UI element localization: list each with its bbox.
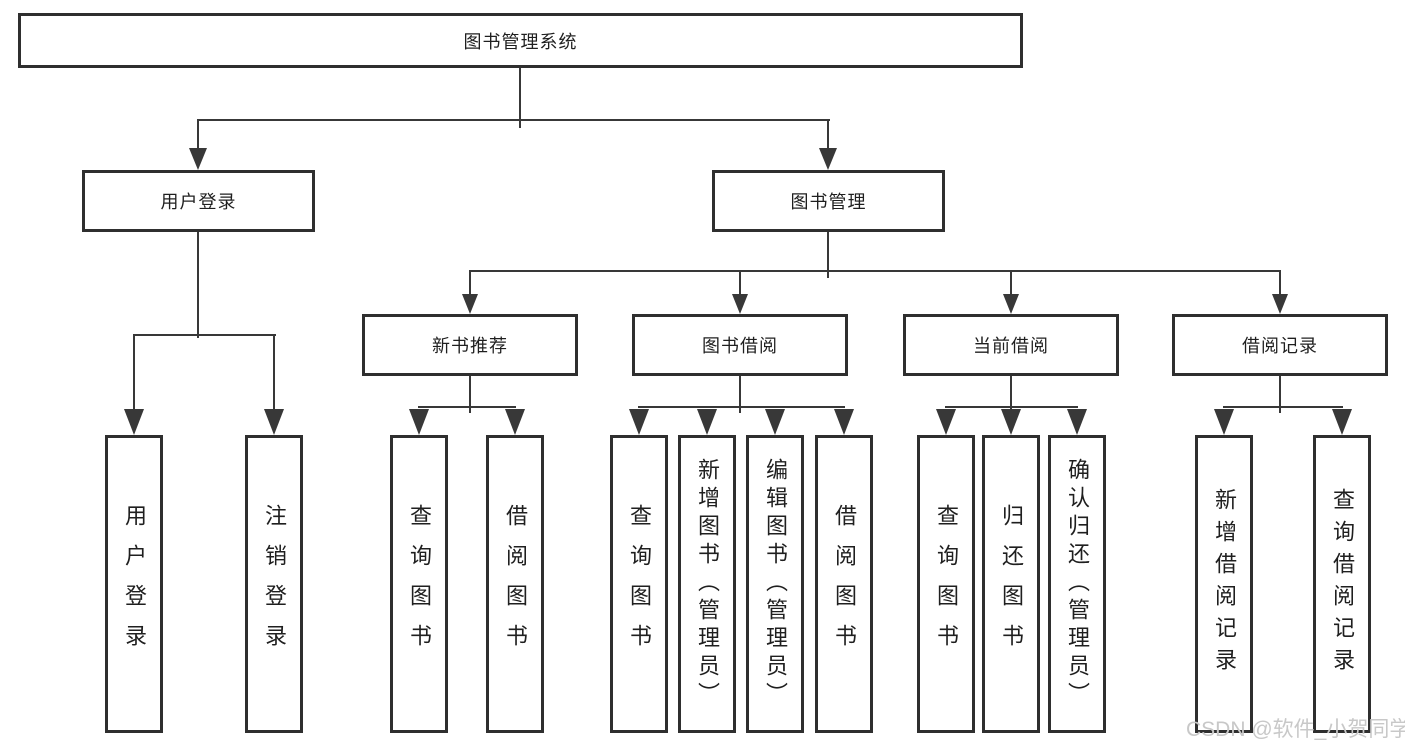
connector-borrow-record-vertical	[1279, 376, 1281, 413]
arrow-down-icon	[765, 409, 785, 435]
connector-stem-borrow-record	[1279, 270, 1281, 296]
node-label: 图书借阅	[702, 336, 778, 356]
node-book-management-system: 图书管理系统	[18, 13, 1023, 68]
leaf-new-book-borrow-books: 借阅图书	[486, 435, 544, 733]
arrow-down-icon	[1003, 294, 1019, 314]
arrow-down-icon	[1214, 409, 1234, 435]
arrow-down-icon	[697, 409, 717, 435]
arrow-down-icon	[505, 409, 525, 435]
connector-root-vertical	[519, 68, 521, 128]
leaf-label: 借阅图书	[832, 504, 857, 664]
leaf-label: 用户登录	[122, 504, 147, 664]
leaf-label: 查询图书	[934, 504, 959, 664]
connector-stem-logout	[273, 334, 275, 411]
node-borrow-record: 借阅记录	[1172, 314, 1388, 376]
arrow-down-icon	[1332, 409, 1352, 435]
leaf-label: 归还图书	[999, 504, 1024, 664]
connector-book-borrow-vertical	[739, 376, 741, 413]
leaf-return-books: 归还图书	[982, 435, 1040, 733]
connector-stem-book-mgmt	[827, 119, 829, 152]
leaf-label: 注销登录	[262, 504, 287, 664]
connector-stem-book-borrow	[739, 270, 741, 296]
leaf-add-borrow-record: 新增借阅记录	[1195, 435, 1253, 733]
connector-current-borrow-horizontal	[945, 406, 1078, 408]
leaf-label: 借阅图书	[503, 504, 528, 664]
arrow-down-icon	[732, 294, 748, 314]
connector-current-borrow-vertical	[1010, 376, 1012, 413]
node-label: 图书管理	[790, 192, 867, 212]
leaf-new-book-query-books: 查询图书	[390, 435, 448, 733]
connector-book-mgmt-vertical	[827, 232, 829, 278]
connector-user-login-horizontal	[133, 334, 276, 336]
arrow-down-icon	[1067, 409, 1087, 435]
connector-stem-current-borrow	[1010, 270, 1012, 296]
connector-book-borrow-horizontal	[638, 406, 845, 408]
node-label: 用户登录	[160, 192, 237, 212]
leaf-user-login: 用户登录	[105, 435, 163, 733]
node-user-login: 用户登录	[82, 170, 315, 232]
leaf-current-query-books: 查询图书	[917, 435, 975, 733]
connector-stem-user-login	[197, 119, 199, 152]
leaf-borrow-query-books: 查询图书	[610, 435, 668, 733]
node-new-book-recommend: 新书推荐	[362, 314, 578, 376]
node-book-borrow: 图书借阅	[632, 314, 848, 376]
leaf-confirm-return-admin: 确认归还（管理员）	[1048, 435, 1106, 733]
node-label: 借阅记录	[1242, 336, 1318, 356]
arrow-down-icon	[462, 294, 478, 314]
csdn-watermark: CSDN @软件_小贺同学	[1186, 718, 1405, 741]
connector-book-mgmt-horizontal	[469, 270, 1281, 272]
arrow-down-icon	[409, 409, 429, 435]
arrow-down-icon	[1001, 409, 1021, 435]
node-book-mgmt: 图书管理	[712, 170, 945, 232]
arrow-down-icon	[1272, 294, 1288, 314]
connector-new-book-horizontal	[418, 406, 516, 408]
arrow-down-icon	[629, 409, 649, 435]
arrow-down-icon	[264, 409, 284, 435]
arrow-down-icon	[834, 409, 854, 435]
connector-borrow-record-horizontal	[1223, 406, 1343, 408]
connector-new-book-vertical	[469, 376, 471, 413]
leaf-label: 新增借阅记录	[1212, 488, 1237, 680]
connector-stem-new-book	[469, 270, 471, 296]
arrow-down-icon	[189, 148, 207, 170]
leaf-label: 新增图书（管理员）	[695, 458, 720, 710]
node-label: 当前借阅	[973, 336, 1049, 356]
arrow-down-icon	[819, 148, 837, 170]
leaf-logout: 注销登录	[245, 435, 303, 733]
leaf-query-borrow-record: 查询借阅记录	[1313, 435, 1371, 733]
leaf-label: 编辑图书（管理员）	[763, 458, 788, 710]
leaf-add-books-admin: 新增图书（管理员）	[678, 435, 736, 733]
leaf-edit-books-admin: 编辑图书（管理员）	[746, 435, 804, 733]
leaf-borrow-borrow-books: 借阅图书	[815, 435, 873, 733]
leaf-label: 查询图书	[407, 504, 432, 664]
node-label: 新书推荐	[432, 336, 508, 356]
connector-stem-login	[133, 334, 135, 411]
arrow-down-icon	[936, 409, 956, 435]
node-label: 图书管理系统	[463, 31, 578, 52]
connector-user-login-vertical	[197, 232, 199, 338]
connector-root-horizontal	[197, 119, 830, 121]
leaf-label: 查询借阅记录	[1330, 488, 1355, 680]
node-current-borrow: 当前借阅	[903, 314, 1119, 376]
leaf-label: 查询图书	[627, 504, 652, 664]
arrow-down-icon	[124, 409, 144, 435]
leaf-label: 确认归还（管理员）	[1065, 458, 1090, 710]
